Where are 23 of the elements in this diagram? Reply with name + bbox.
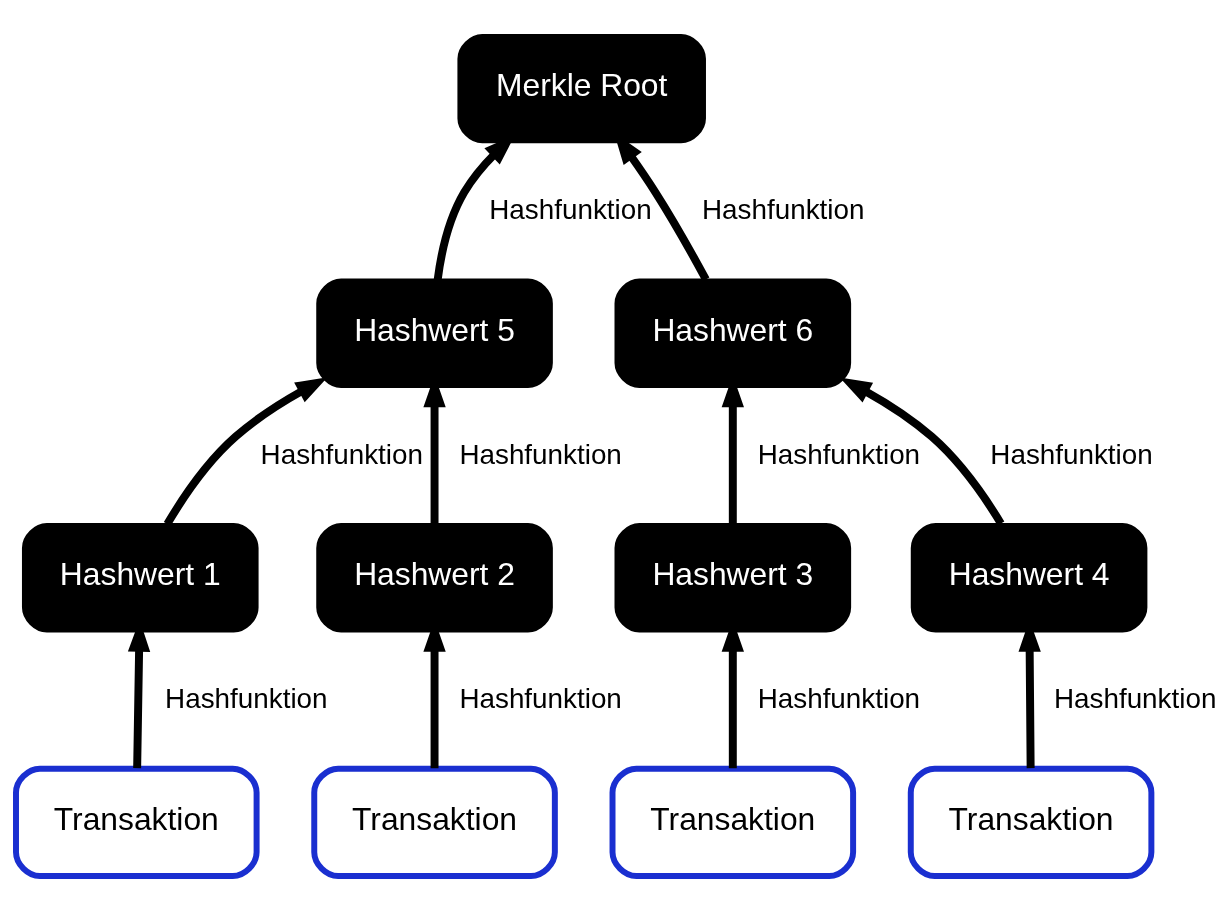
edge-label: Hashfunktion: [165, 682, 328, 714]
edge-label: Hashfunktion: [1053, 682, 1217, 714]
node-box: Hashwert 6: [614, 278, 852, 388]
node-box: Hashwert 3: [614, 522, 852, 632]
arrow: [163, 376, 328, 526]
edge-label: Hashfunktion: [260, 438, 424, 470]
edge-label: Hashfunktion: [489, 193, 652, 225]
node-box: Merkle Root: [457, 33, 706, 143]
arrow: [839, 376, 1005, 526]
node-box: Hashwert 2: [316, 522, 553, 632]
node-box: Transaktion: [13, 765, 260, 879]
node-box: Transaktion: [907, 765, 1155, 879]
edge-label: Hashfunktion: [459, 438, 622, 470]
edge-label: Hashfunktion: [459, 682, 622, 714]
edge-label: Hashfunktion: [990, 438, 1153, 470]
node-box: Transaktion: [311, 765, 558, 879]
edge-label: Hashfunktion: [757, 438, 921, 470]
node-box: Hashwert 4: [910, 522, 1148, 632]
node-box: Hashwert 5: [316, 278, 553, 388]
edge-label: Hashfunktion: [757, 682, 921, 714]
edge-label: Hashfunktion: [701, 193, 865, 225]
node-box: Transaktion: [609, 765, 857, 879]
node-box: Hashwert 1: [21, 522, 259, 632]
